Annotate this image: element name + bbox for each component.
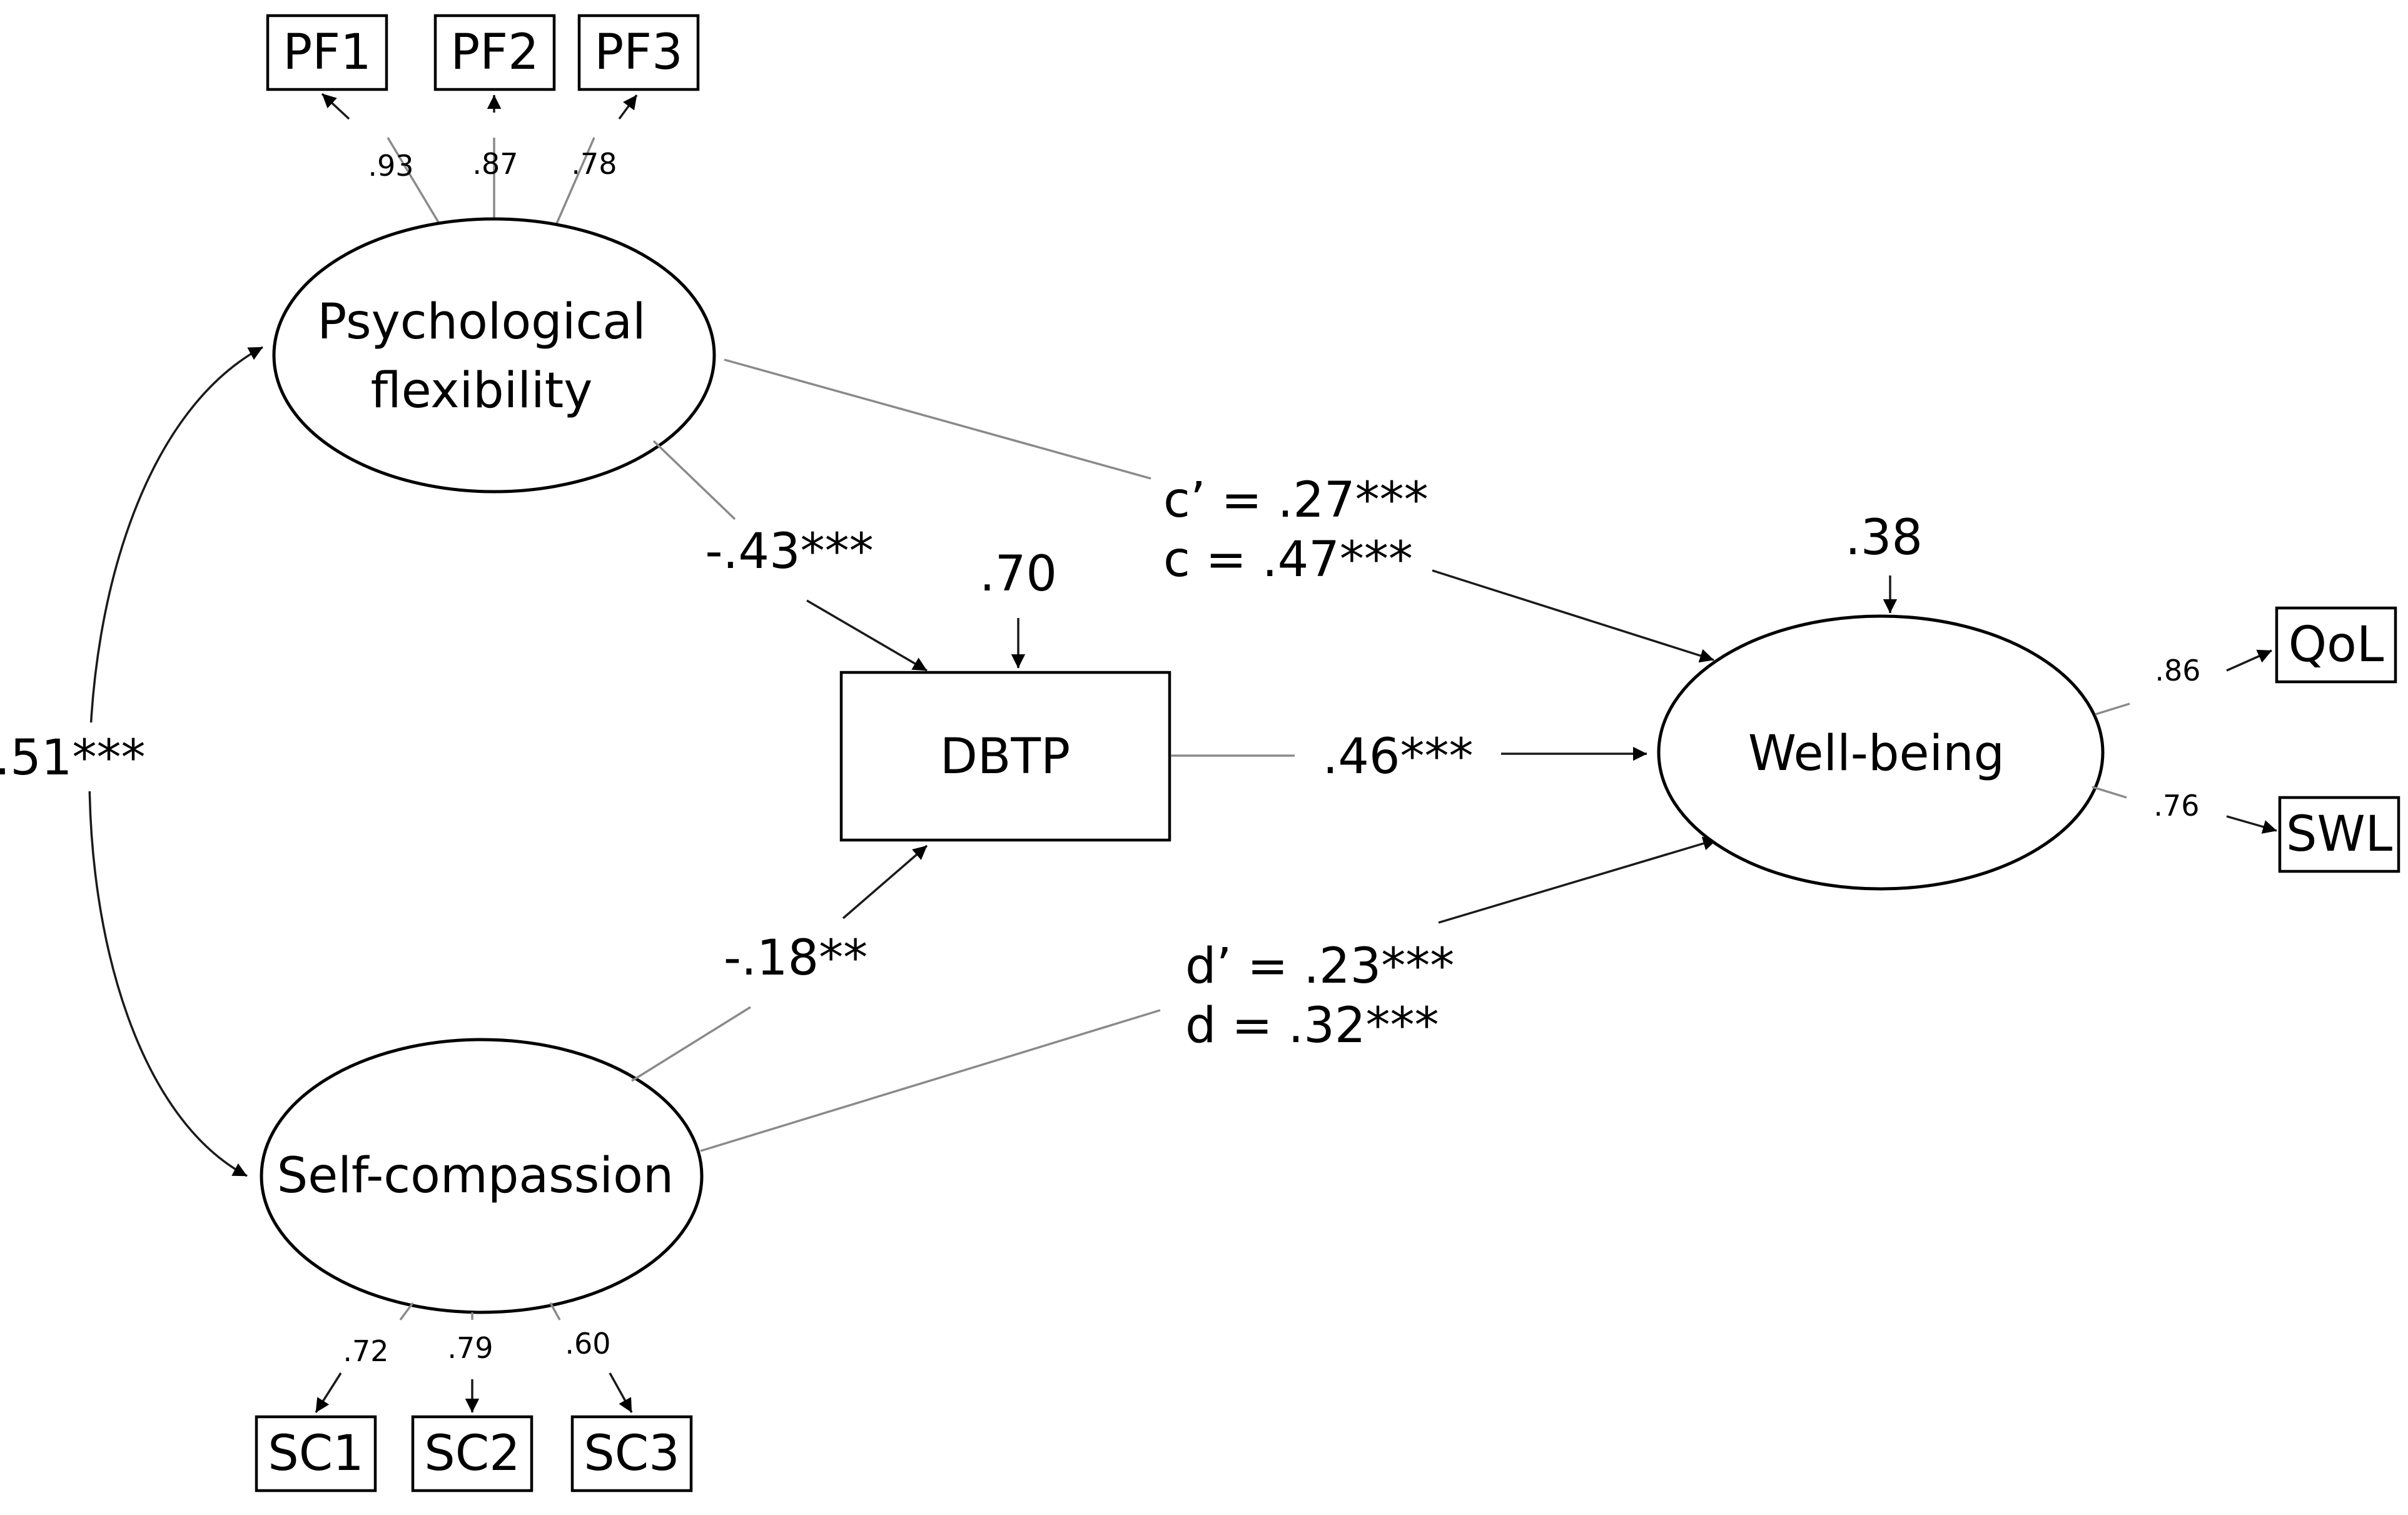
latent-psychological-flexibility: Psychological flexibility [272,217,716,494]
indicator-sc1-label: SC1 [268,1426,364,1482]
indicator-qol: QoL [2275,606,2397,684]
latent-pf-label-line2: flexibility [371,363,593,419]
latent-self-compassion: Self-compassion [260,1038,704,1314]
observed-dbtp: DBTP [839,671,1171,842]
indicator-swl-label: SWL [2286,806,2393,863]
path-pf-wb-direct-label: c’ = .27*** [1163,472,1429,529]
indicator-pf1-label: PF1 [283,24,372,81]
loading-sc2: .79 [447,1331,493,1365]
loading-swl: .76 [2153,789,2199,823]
indicator-pf2-label: PF2 [450,24,539,81]
path-sc-wb-total-label: d = .32*** [1185,998,1439,1054]
indicator-pf3: PF3 [577,14,700,91]
latent-pf-label-line1: Psychological [317,294,645,350]
path-pf-wb-total-label: c = .47*** [1163,532,1413,588]
latent-well-being: Well-being [1657,614,2105,891]
latent-sc-label: Self-compassion [277,1148,674,1204]
indicator-sc3-label: SC3 [584,1426,680,1482]
indicator-pf3-label: PF3 [594,24,683,81]
path-sc-dbtp-label: -.18** [724,930,868,986]
indicator-sc1: SC1 [255,1415,377,1492]
loading-sc3: .60 [565,1327,610,1360]
residual-well-being: .38 [1845,510,1923,566]
loading-pf1: .93 [368,149,413,183]
indicator-swl: SWL [2278,796,2400,873]
correlation-label: .51*** [0,730,146,786]
loading-sc1: .72 [343,1334,388,1368]
indicator-sc3: SC3 [570,1415,693,1492]
residual-dbtp: .70 [979,546,1057,602]
loading-pf2: .87 [472,147,518,181]
path-sc-wb-direct-label: d’ = .23*** [1185,938,1454,995]
indicator-sc2: SC2 [411,1415,534,1492]
dbtp-label: DBTP [940,729,1070,785]
path-pf-dbtp-label: -.43*** [705,524,873,580]
loading-qol: .86 [2155,654,2200,687]
indicator-qol-label: QoL [2289,617,2384,673]
loading-pf3: .78 [571,147,617,181]
latent-wb-label: Well-being [1748,726,2005,782]
path-dbtp-wb-label: .46*** [1322,729,1473,785]
indicator-pf1: PF1 [266,14,388,91]
indicator-sc2-label: SC2 [424,1426,520,1482]
indicator-pf2: PF2 [433,14,556,91]
